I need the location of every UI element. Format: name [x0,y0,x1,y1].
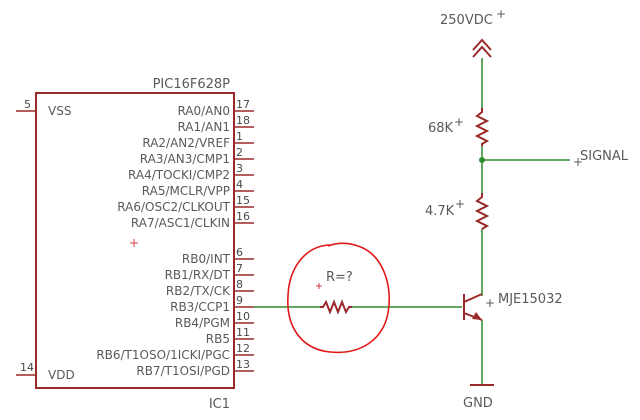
ic-pin-name: VDD [48,368,75,382]
ic-pin-number: 5 [24,98,31,111]
signal-origin-mark: + [573,155,583,169]
ic-pin-number: 12 [236,342,250,355]
ic-body [35,92,235,389]
ic-pin-number: 7 [236,262,243,275]
ic-pin-vdd[interactable]: 14 VDD [16,361,75,382]
ic-pin-rb0[interactable]: 6 RB0/INT [182,246,254,266]
ic-pin-ra1[interactable]: 18 RA1/AN1 [177,114,254,134]
ic-pin-number: 11 [236,326,250,339]
ic-pin-number: 8 [236,278,243,291]
supply-label: 250VDC [440,13,493,28]
ic-pin-name: VSS [48,104,71,118]
ic-pin-name: RB4/PGM [175,316,230,330]
ic-pin-number: 18 [236,114,250,127]
ic-pin-name: RB1/RX/DT [165,268,231,282]
resistor-4k7[interactable]: 4.7K + [425,193,490,230]
ic-pin-name: RA2/AN2/VREF [142,136,230,150]
ic-pin-name: RA4/TOCKI/CMP2 [128,168,230,182]
ic-pin-rb3[interactable]: 9 RB3/CCP1 [170,294,254,314]
signal-net-label[interactable]: SIGNAL + [573,149,629,169]
ic-pin-name: RB5 [206,332,230,346]
ic-pin-number: 10 [236,310,250,323]
ic-pin-rb2[interactable]: 8 RB2/TX/CK [166,278,254,298]
ic-pin-number: 17 [236,98,250,111]
signal-label: SIGNAL [580,149,629,164]
ic-pin-name: RB6/T1OSO/1ICKI/PGC [96,348,230,362]
resistor-68k[interactable]: 68K + [428,108,490,146]
resistor-68k-label: 68K [428,121,454,136]
highlight-scribble-circle [287,242,390,354]
ic-pin-number: 13 [236,358,250,371]
resistor-4k7-origin-mark: + [455,197,465,211]
transistor-label: MJE15032 [498,292,563,307]
ic-pin-name: RB7/T1OSI/PGD [136,364,230,378]
ic-ref-label: IC1 [209,397,230,412]
ic-pin-rb5[interactable]: 11 RB5 [206,326,254,346]
ic-pin-number: 6 [236,246,243,259]
ground-label: GND [463,396,493,411]
ic-pin-ra6[interactable]: 15 RA6/OSC2/CLKOUT [117,194,254,214]
transistor-symbol[interactable]: MJE15032 + [463,292,563,321]
ic-pin-number: 9 [236,294,243,307]
ic-pin-number: 2 [236,146,243,159]
supply-symbol[interactable]: 250VDC + [440,7,506,58]
ic-pin-name: RB2/TX/CK [166,284,231,298]
ic-pin-name: RA3/AN3/CMP1 [140,152,230,166]
ic-pin-number: 4 [236,178,243,191]
ic-pin-number: 1 [236,130,243,143]
ic-pin-rb1[interactable]: 7 RB1/RX/DT [165,262,254,282]
ground-symbol[interactable]: GND [463,384,494,411]
ic-pin-number: 15 [236,194,250,207]
resistor-base[interactable]: R=? [316,270,353,315]
ic-pin-name: RA5/MCLR/VPP [142,184,230,198]
transistor-emitter-arrow [472,312,482,320]
ic-pin-ra0[interactable]: 17 RA0/AN0 [177,98,254,118]
ic-symbol[interactable]: PIC16F628P IC1 [35,77,235,412]
transistor-collector-leg [463,293,483,303]
ic-pin-rb6[interactable]: 12 RB6/T1OSO/1ICKI/PGC [96,342,254,362]
resistor-base-origin-cross [316,283,322,289]
ic-pin-number: 3 [236,162,243,175]
supply-origin-mark: + [496,7,506,21]
ic-pin-name: RA7/ASC1/CLKIN [131,216,230,230]
ic-pin-name: RA6/OSC2/CLKOUT [117,200,230,214]
resistor-base-label: R=? [326,270,353,285]
ic-pin-ra2[interactable]: 1 RA2/AN2/VREF [142,130,254,150]
ic-pin-ra5[interactable]: 4 RA5/MCLR/VPP [142,178,254,198]
ic-pin-ra7[interactable]: 16 RA7/ASC1/CLKIN [131,210,254,230]
ic-part-label: PIC16F628P [153,77,231,92]
junction-dot [479,157,485,163]
ic-pin-rb4[interactable]: 10 RB4/PGM [175,310,254,330]
ic-pin-vss[interactable]: 5 VSS [16,98,71,118]
ic-pin-ra3[interactable]: 2 RA3/AN3/CMP1 [140,146,254,166]
ic-pin-name: RA0/AN0 [177,104,230,118]
ic-pin-name: RB3/CCP1 [170,300,230,314]
ic-origin-cross [130,239,138,247]
ic-pin-name: RB0/INT [182,252,231,266]
resistor-4k7-label: 4.7K [425,204,455,219]
ic-pin-number: 14 [20,361,34,374]
transistor-origin-mark: + [485,296,495,310]
ic-pin-ra4[interactable]: 3 RA4/TOCKI/CMP2 [128,162,254,182]
ic-pin-name: RA1/AN1 [177,120,230,134]
ic-pin-number: 16 [236,210,250,223]
ic-pin-rb7[interactable]: 13 RB7/T1OSI/PGD [136,358,254,378]
resistor-68k-origin-mark: + [454,115,464,129]
